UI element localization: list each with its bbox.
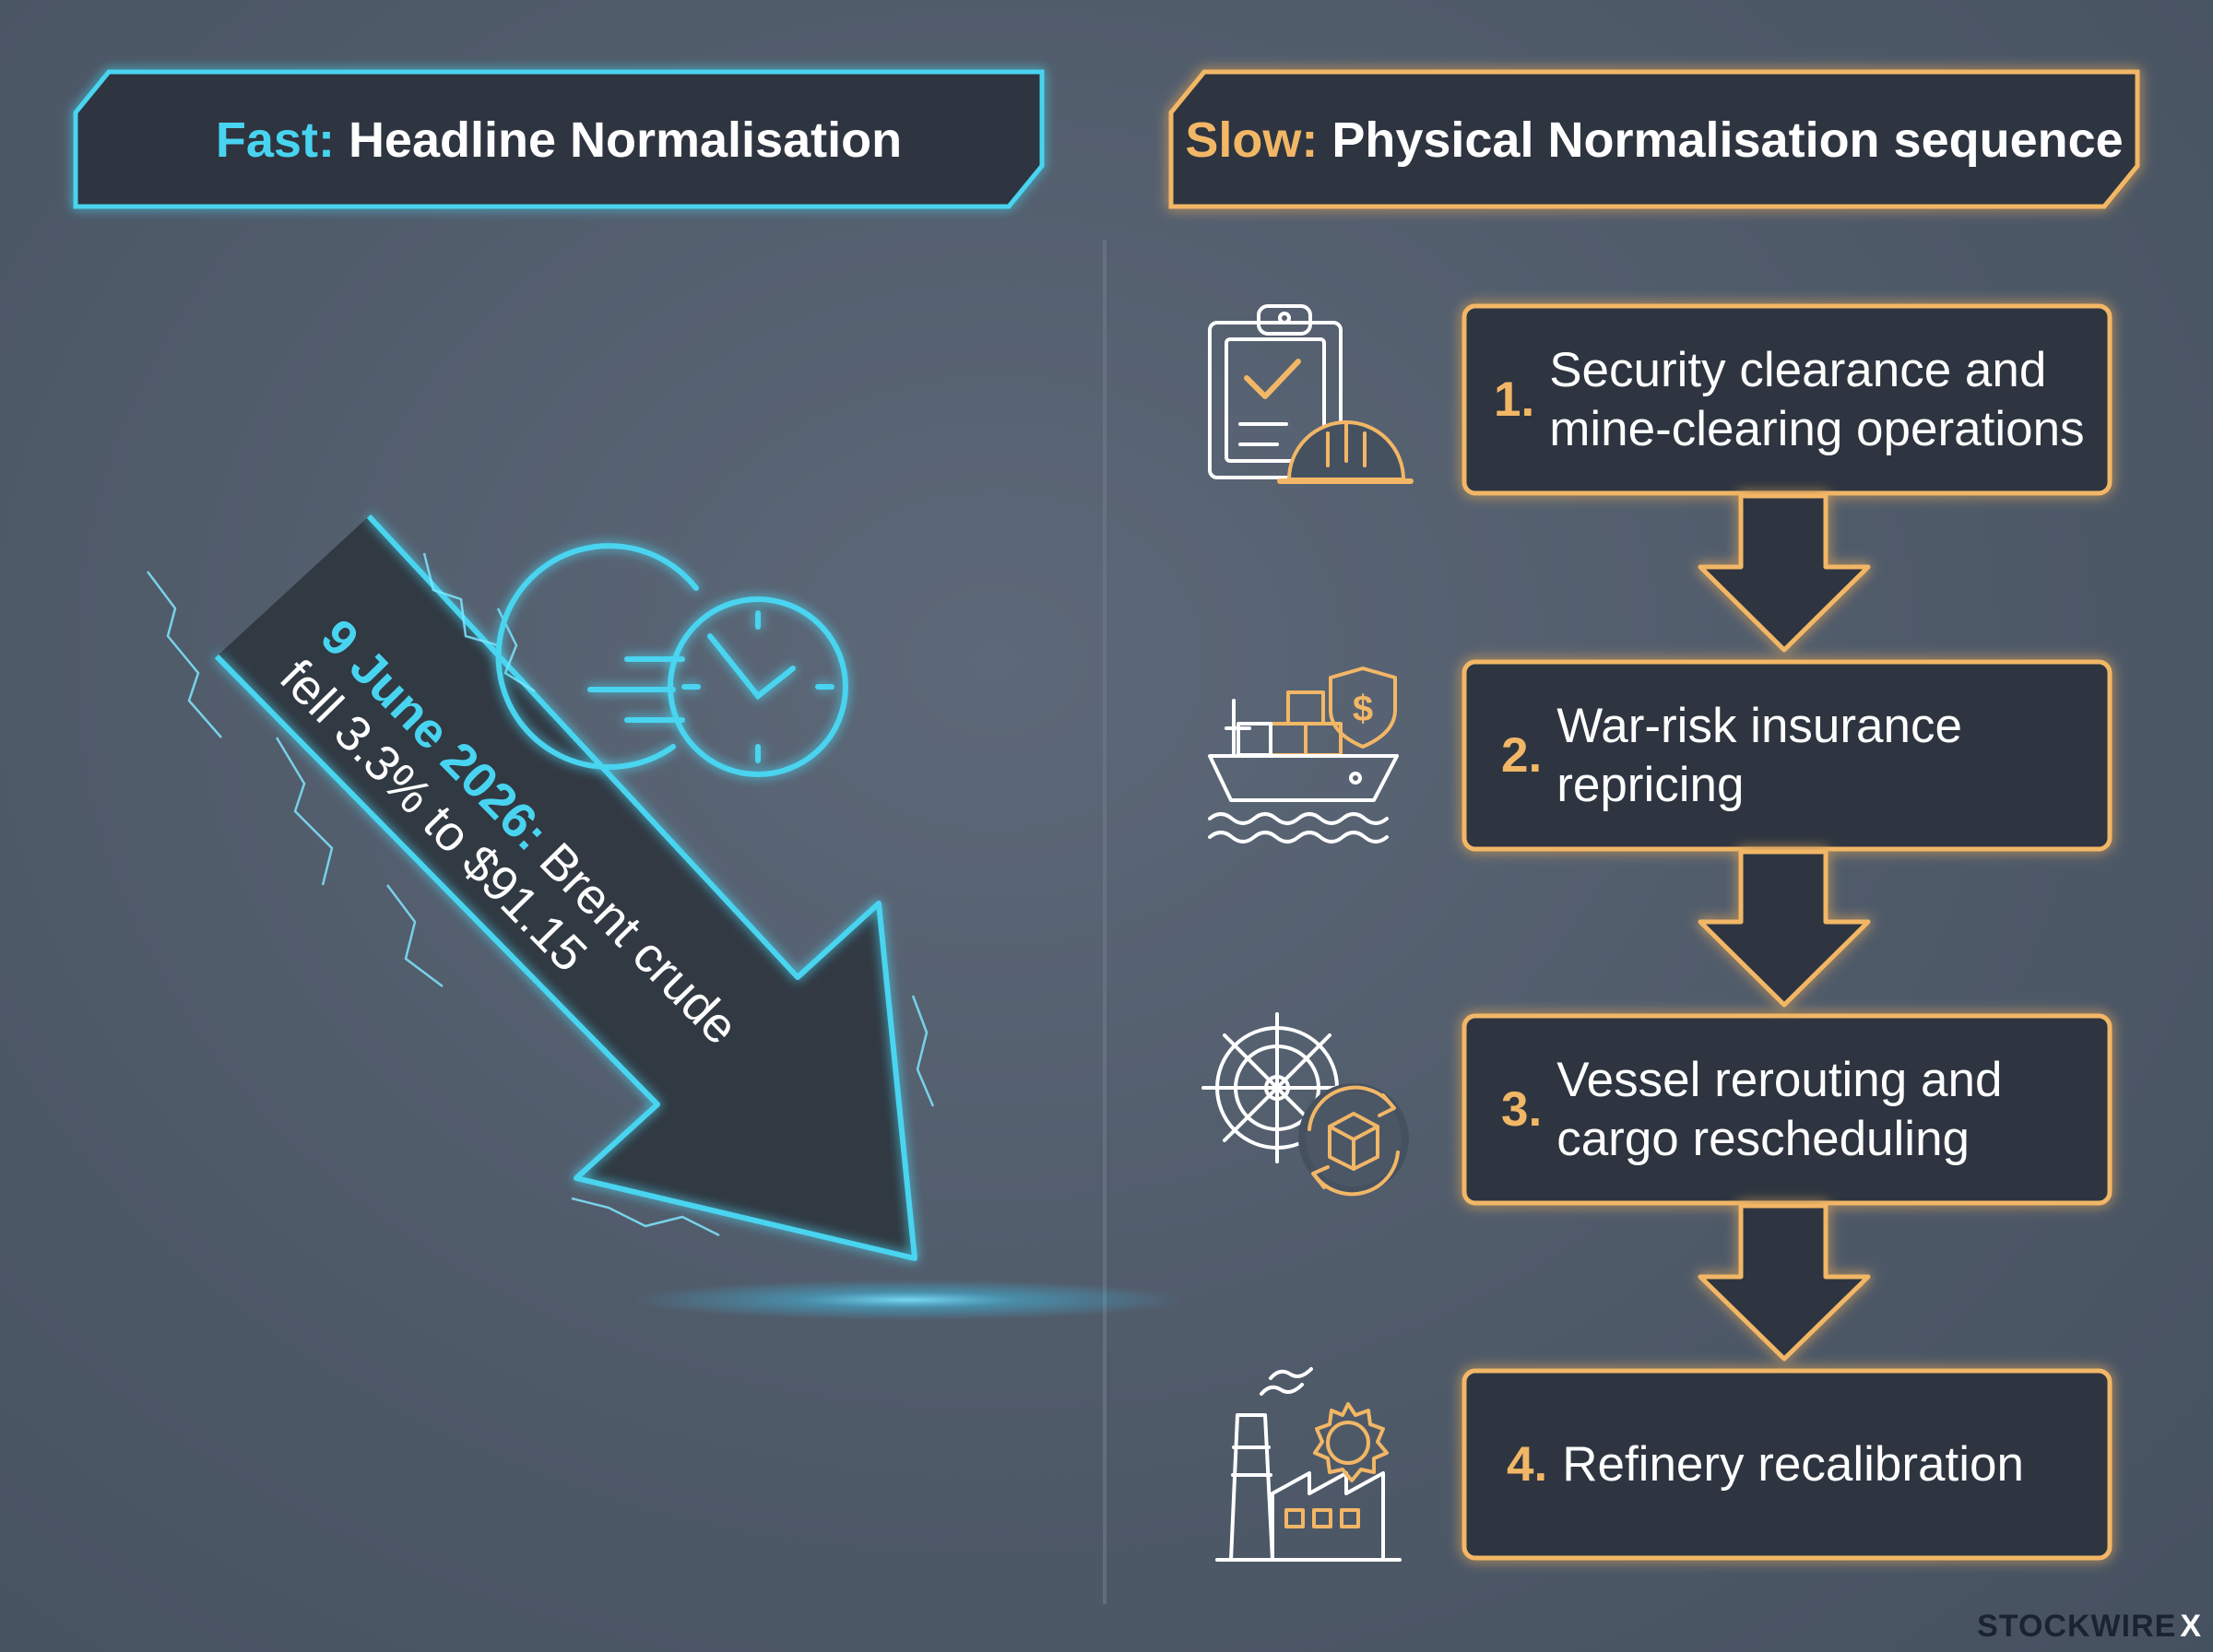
step-box-1 bbox=[1462, 303, 2112, 496]
fast-clock-icon bbox=[495, 543, 848, 777]
slow-header-title: Physical Normalisation sequence bbox=[1331, 112, 2124, 168]
down-arrow-icon bbox=[147, 513, 935, 1261]
step-4-number: 4. bbox=[1507, 1436, 1548, 1492]
step-4: 4. Refinery recalibration bbox=[1507, 1371, 2097, 1558]
fast-header: Fast: Headline Normalisation bbox=[76, 74, 1042, 206]
fast-header-box bbox=[73, 69, 1045, 209]
step-box-4 bbox=[1462, 1368, 2112, 1561]
lightning-effect bbox=[147, 552, 935, 1237]
step-1-number: 1. bbox=[1494, 372, 1535, 427]
fast-header-prefix: Fast: bbox=[215, 112, 335, 168]
center-divider bbox=[1103, 240, 1106, 1604]
connector-arrow-3 bbox=[1698, 1203, 1871, 1362]
cargo-ship-insurance-icon: $ bbox=[1208, 667, 1399, 844]
step-3: 3. Vessel rerouting and cargo rescheduli… bbox=[1501, 1016, 2101, 1203]
step-box-3 bbox=[1462, 1013, 2112, 1206]
step-2: 2. War-risk insurance repricing bbox=[1501, 662, 2082, 849]
step-2-label: War-risk insurance repricing bbox=[1556, 698, 1962, 812]
step-box-2 bbox=[1462, 659, 2112, 852]
step-1: 1. Security clearance and mine-clearing … bbox=[1494, 306, 2102, 493]
slow-header: Slow: Physical Normalisation sequence bbox=[1171, 74, 2137, 206]
step-3-number: 3. bbox=[1501, 1081, 1543, 1137]
step-3-label: Vessel rerouting and cargo rescheduling bbox=[1556, 1052, 2003, 1166]
brand-mark: X bbox=[2180, 1609, 2202, 1644]
slow-header-prefix: Slow: bbox=[1185, 112, 1319, 168]
step-boxes bbox=[1462, 303, 2112, 1561]
step-1-label: Security clearance and mine-clearing ope… bbox=[1549, 342, 2085, 456]
connector-arrows bbox=[1698, 493, 1871, 1362]
step-4-label: Refinery recalibration bbox=[1562, 1436, 2024, 1492]
clipboard-hardhat-icon bbox=[1208, 304, 1414, 484]
slow-header-box bbox=[1168, 69, 2140, 209]
step-2-number: 2. bbox=[1501, 727, 1543, 783]
brand-name: STOCKWIRE bbox=[1977, 1609, 2177, 1644]
connector-arrow-1 bbox=[1698, 493, 1871, 653]
fast-header-title: Headline Normalisation bbox=[348, 112, 903, 168]
svg-text:$: $ bbox=[1353, 689, 1373, 729]
connector-arrow-2 bbox=[1698, 849, 1871, 1008]
refinery-icon bbox=[1215, 1367, 1402, 1562]
arrow-floor-glow bbox=[632, 1280, 1185, 1320]
ship-wheel-cargo-icon bbox=[1201, 1012, 1409, 1197]
